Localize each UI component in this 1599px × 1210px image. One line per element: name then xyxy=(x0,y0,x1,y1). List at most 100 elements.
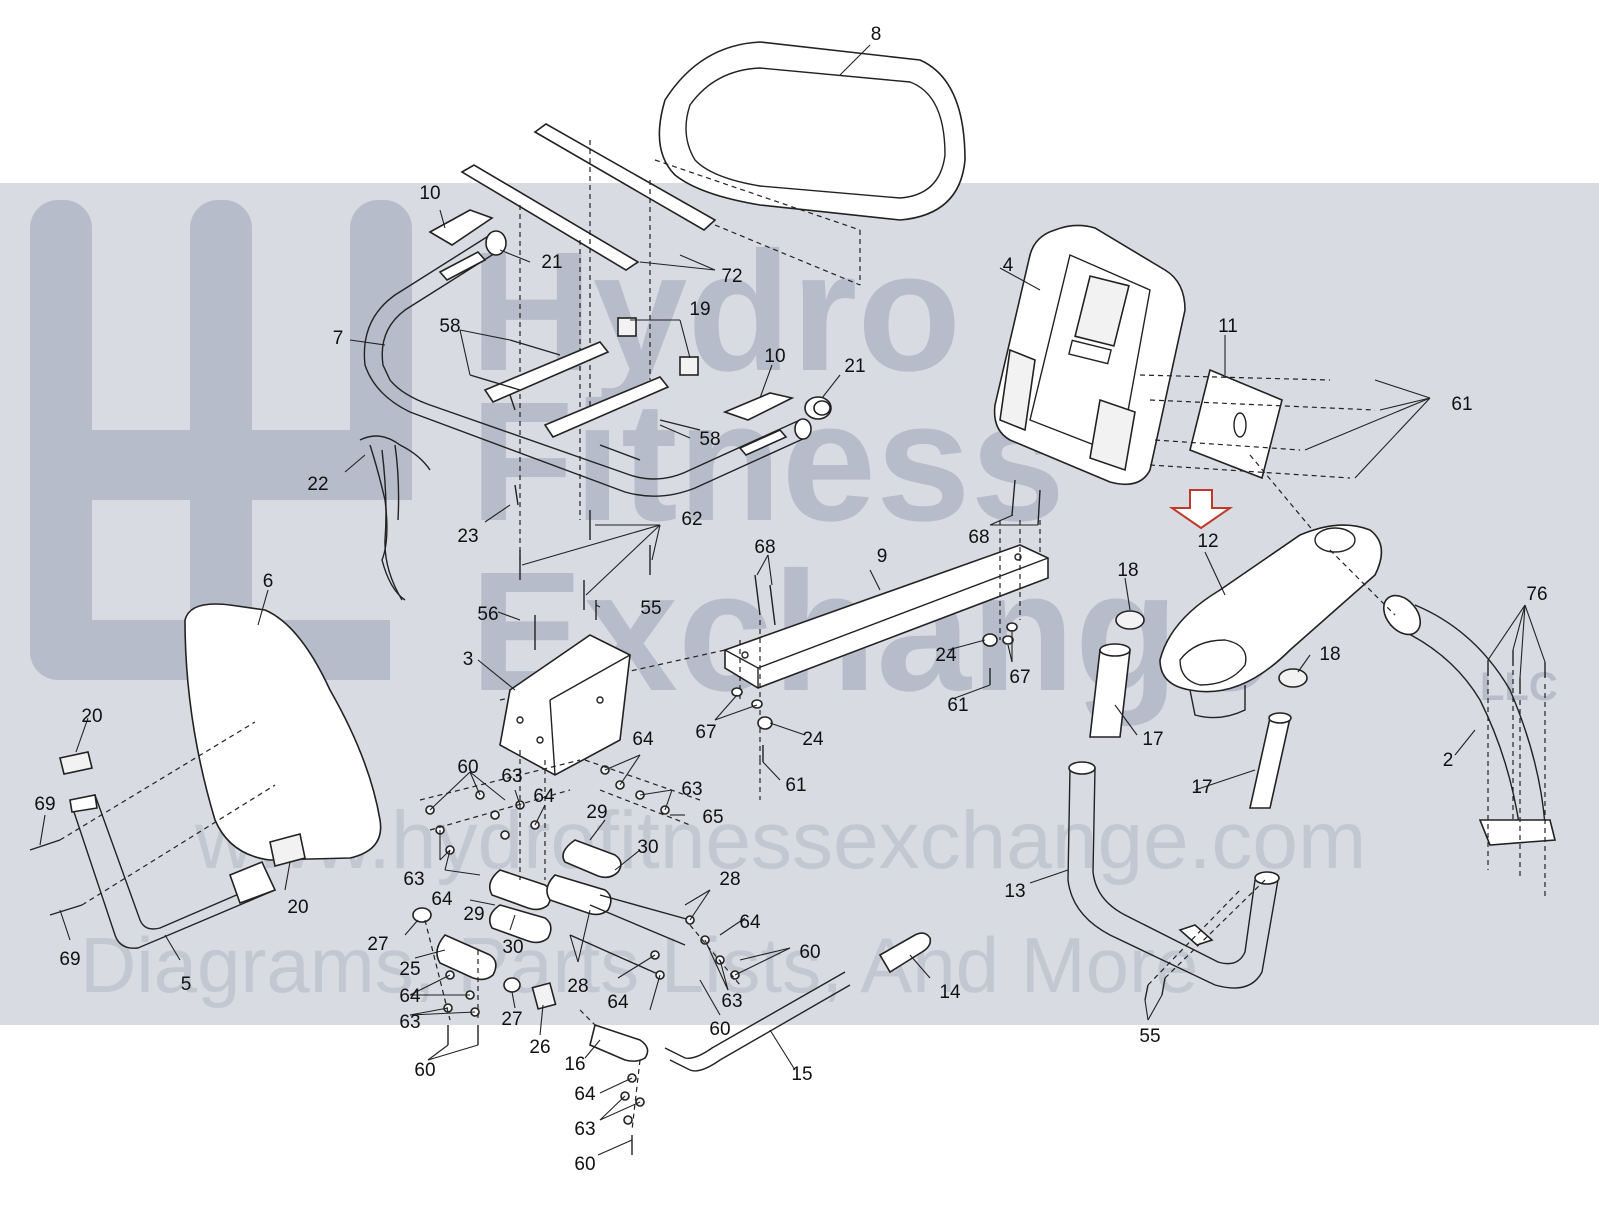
callout-3: 3 xyxy=(463,649,474,670)
callout-20: 20 xyxy=(287,897,308,918)
watermark-url: www.hydrofitnessexchange.com xyxy=(194,795,1366,886)
callout-60: 60 xyxy=(574,1154,595,1175)
callout-30: 30 xyxy=(502,937,523,958)
callout-20: 20 xyxy=(81,706,102,727)
callout-5: 5 xyxy=(181,974,192,995)
callout-24: 24 xyxy=(802,729,824,750)
callout-25: 25 xyxy=(399,959,420,980)
callout-64: 64 xyxy=(739,912,761,933)
callout-26: 26 xyxy=(529,1037,550,1058)
watermark-logo xyxy=(30,200,412,680)
callout-14: 14 xyxy=(939,982,961,1003)
part-seat-cushion xyxy=(658,41,966,221)
callout-64: 64 xyxy=(533,786,555,807)
callout-55: 55 xyxy=(640,598,661,619)
part-small-fasteners xyxy=(425,765,1166,1155)
part-seat-frame xyxy=(363,230,812,497)
part-seat-bracket xyxy=(499,634,631,776)
callout-8: 8 xyxy=(871,24,882,45)
callout-60: 60 xyxy=(457,757,478,778)
part-end-caps xyxy=(59,751,306,867)
callout-2: 2 xyxy=(1443,750,1454,771)
callout-64: 64 xyxy=(574,1084,596,1105)
assembly-lines-seat xyxy=(519,140,861,560)
callout-58: 58 xyxy=(439,316,460,337)
callout-29: 29 xyxy=(586,802,607,823)
part-main-frame-bar xyxy=(724,544,1049,689)
part-back-pad xyxy=(184,603,382,861)
part-vertical-bolts xyxy=(514,479,1041,650)
callout-4: 4 xyxy=(1003,255,1014,276)
callout-17: 17 xyxy=(1142,729,1163,750)
callout-16: 16 xyxy=(564,1054,585,1075)
callout-63: 63 xyxy=(721,991,742,1012)
callout-27: 27 xyxy=(367,934,388,955)
callout-21: 21 xyxy=(541,252,562,273)
callout-22: 22 xyxy=(307,474,328,495)
part-bolts-69 xyxy=(29,721,276,916)
callout-63: 63 xyxy=(574,1119,595,1140)
callout-68: 68 xyxy=(968,527,989,548)
assembly-lines-lower xyxy=(419,750,1266,1131)
part-console xyxy=(993,224,1186,486)
callout-69: 69 xyxy=(59,949,80,970)
callout-64: 64 xyxy=(632,729,654,750)
callout-69: 69 xyxy=(34,794,55,815)
part-knob xyxy=(804,396,832,420)
callout-67: 67 xyxy=(695,722,716,743)
part-shroud xyxy=(1159,524,1383,719)
callout-30: 30 xyxy=(637,837,658,858)
callout-63: 63 xyxy=(399,1012,420,1033)
callout-11: 11 xyxy=(1218,316,1238,337)
part-sleeves xyxy=(1089,643,1292,809)
part-blocks xyxy=(617,317,699,376)
part-seat-brackets xyxy=(460,123,717,271)
part-mount-plate xyxy=(1189,368,1283,480)
callout-labels: 8 10 21 72 7 58 19 10 21 58 4 11 61 22 2… xyxy=(34,24,1547,1175)
callout-9: 9 xyxy=(877,546,888,567)
callout-68: 68 xyxy=(754,537,775,558)
callout-55: 55 xyxy=(1139,1026,1160,1047)
callout-24: 24 xyxy=(935,645,957,666)
callout-60: 60 xyxy=(709,1019,730,1040)
callout-61: 61 xyxy=(785,775,806,796)
callout-21: 21 xyxy=(844,356,865,377)
highlight-arrow xyxy=(1168,489,1234,530)
callout-18: 18 xyxy=(1117,560,1138,581)
assembly-line-shroud xyxy=(1329,549,1396,616)
part-pad-right xyxy=(722,392,795,456)
part-bolts-58 xyxy=(469,339,701,461)
part-bolts-76 xyxy=(1487,650,1546,900)
callout-10: 10 xyxy=(419,183,440,204)
callout-19: 19 xyxy=(689,299,710,320)
part-spacers xyxy=(731,622,1018,762)
callout-10: 10 xyxy=(764,346,785,367)
part-wire-harness xyxy=(359,435,431,601)
part-back-frame xyxy=(69,794,277,949)
leader-lines xyxy=(39,44,1546,1156)
part-axle-assembly xyxy=(412,839,691,1010)
callout-63: 63 xyxy=(403,869,424,890)
callout-29: 29 xyxy=(463,904,484,925)
callout-17: 17 xyxy=(1191,777,1212,798)
callout-60: 60 xyxy=(414,1060,435,1081)
part-pedal-crank xyxy=(589,932,932,1072)
callout-65: 65 xyxy=(702,807,723,828)
callout-67: 67 xyxy=(1009,667,1030,688)
callout-7: 7 xyxy=(333,328,344,349)
callout-28: 28 xyxy=(719,869,740,890)
assembly-lines-console xyxy=(1039,374,1376,560)
callout-58: 58 xyxy=(699,429,720,450)
callout-72: 72 xyxy=(721,266,742,287)
callout-13: 13 xyxy=(1004,881,1025,902)
callout-76: 76 xyxy=(1526,584,1547,605)
part-upright xyxy=(1382,594,1557,846)
callout-62: 62 xyxy=(681,509,702,530)
callout-23: 23 xyxy=(457,526,478,547)
watermark-suffix: LLC xyxy=(1480,665,1558,709)
callout-60: 60 xyxy=(799,942,820,963)
callout-15: 15 xyxy=(791,1064,812,1085)
callout-18: 18 xyxy=(1319,644,1340,665)
callout-6: 6 xyxy=(263,571,274,592)
